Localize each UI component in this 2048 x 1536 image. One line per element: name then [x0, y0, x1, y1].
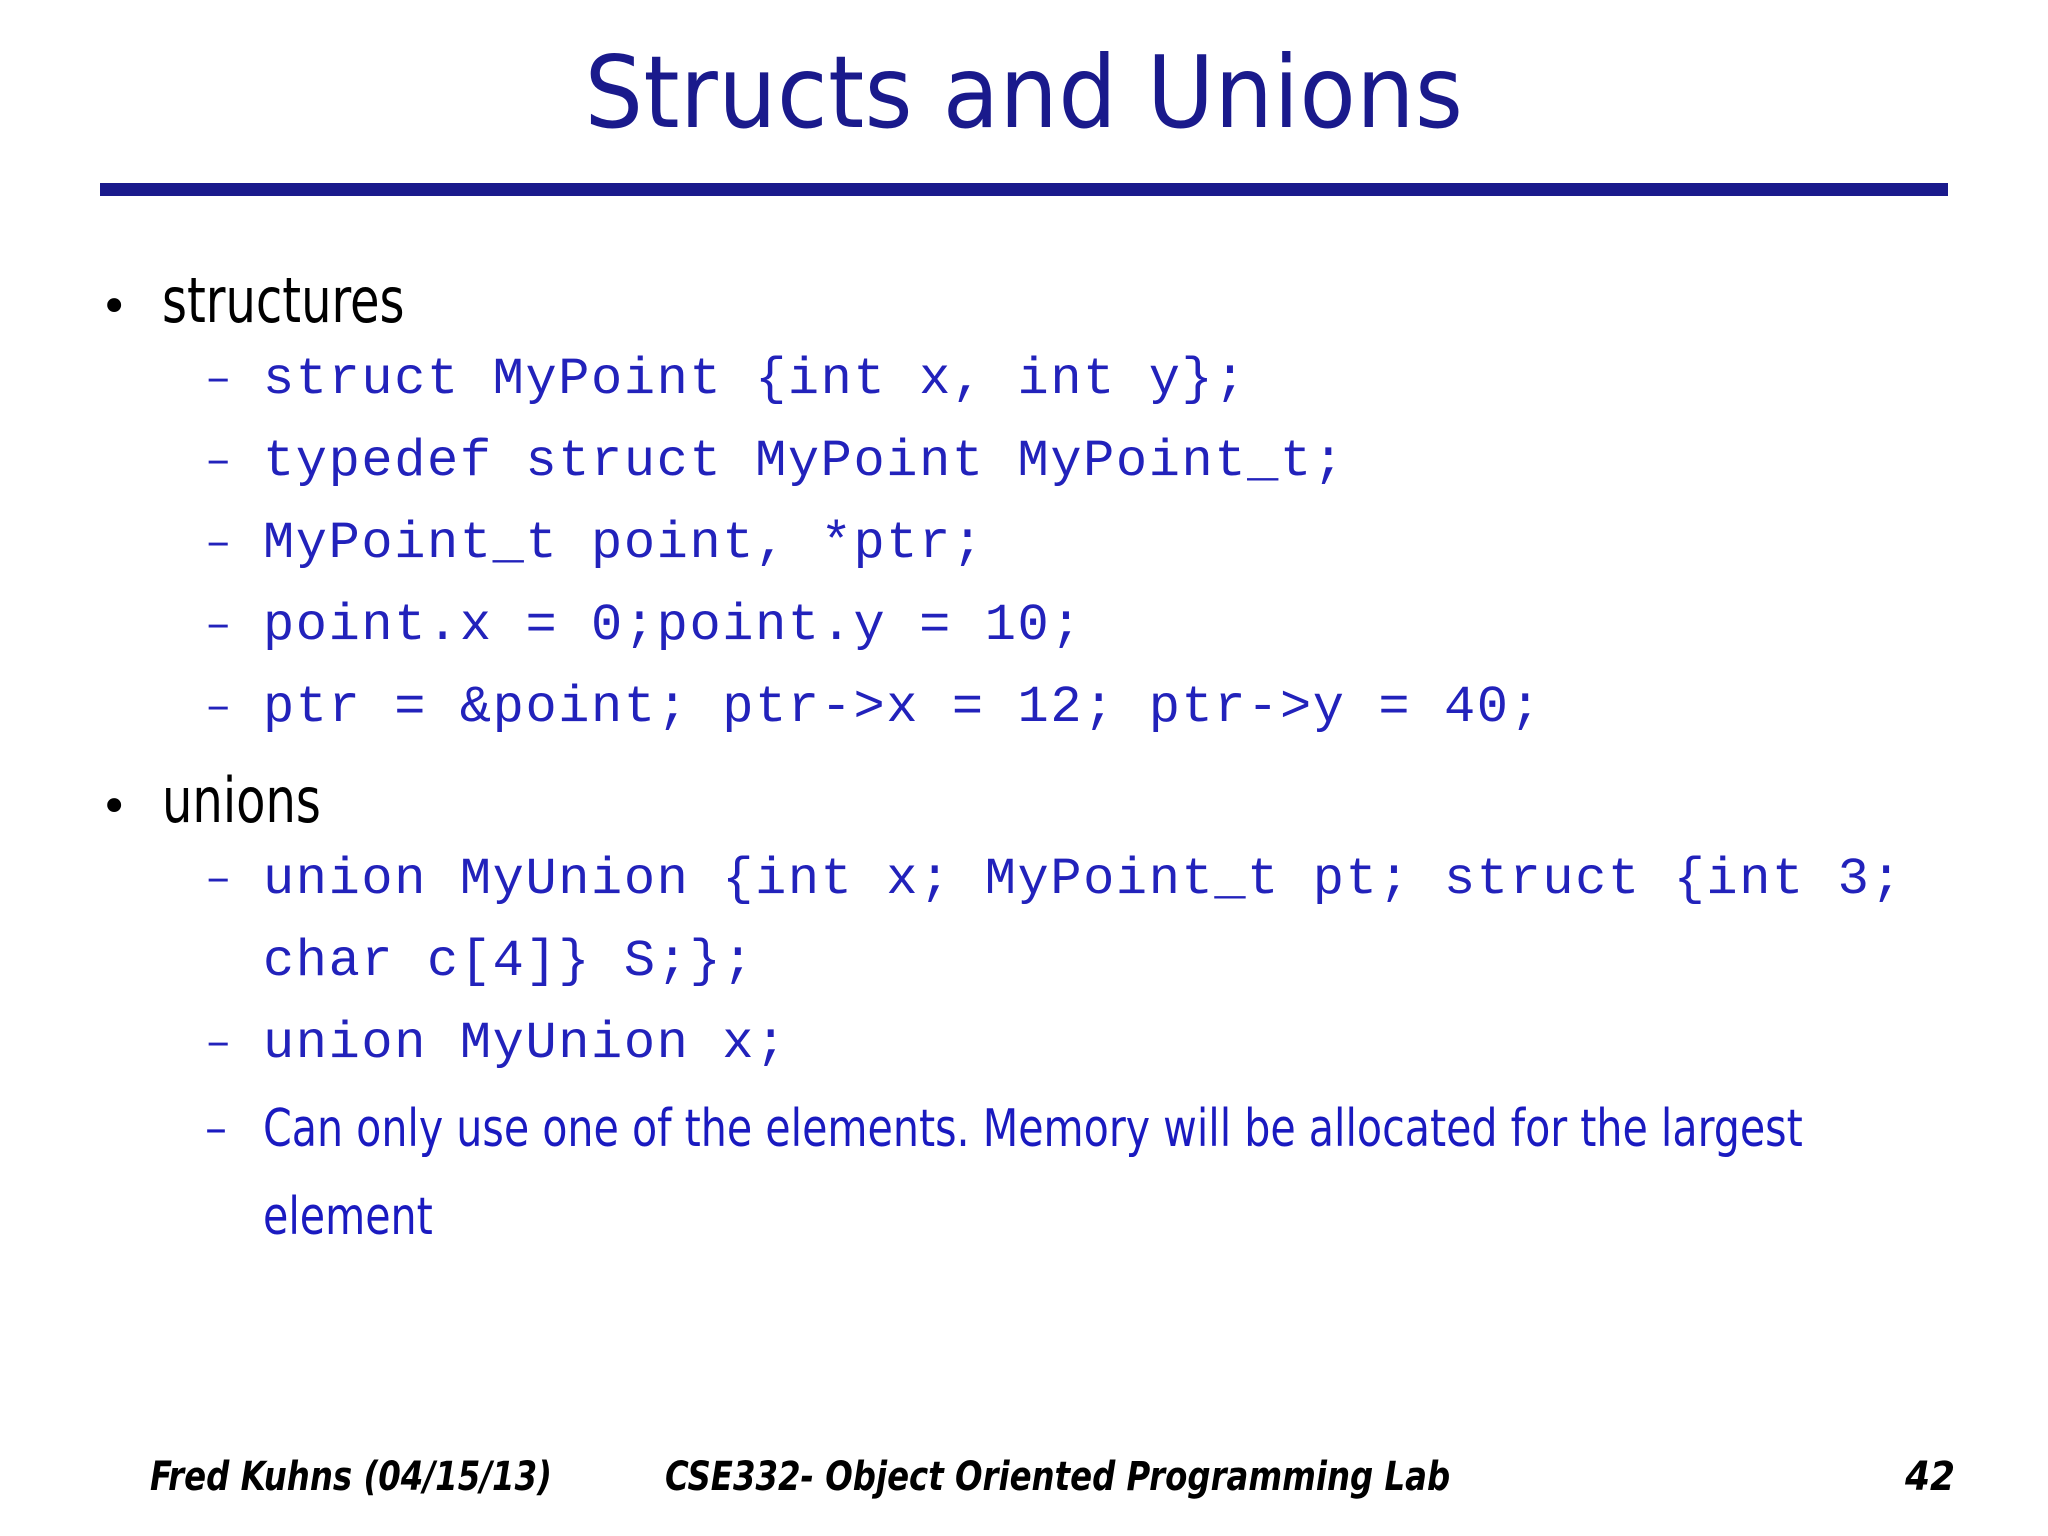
- dash-icon: –: [205, 601, 232, 651]
- code-text: point.x = 0;point.y = 10;: [263, 596, 1084, 655]
- spacer: [0, 749, 2048, 765]
- code-line-struct-decl: – struct MyPoint {int x, int y};: [0, 339, 2048, 421]
- code-line-ptr: – ptr = &point; ptr->x = 12; ptr->y = 40…: [0, 667, 2048, 749]
- code-line-union-decl: – union MyUnion {int x; MyPoint_t pt; st…: [0, 839, 2048, 1003]
- bullet-structures-label: structures: [162, 264, 405, 337]
- code-line-typedef: – typedef struct MyPoint MyPoint_t;: [0, 421, 2048, 503]
- dash-icon: –: [205, 355, 232, 405]
- code-text: union MyUnion x;: [263, 1014, 788, 1073]
- code-text: MyPoint_t point, *ptr;: [263, 514, 985, 573]
- bullet-unions-label: unions: [162, 764, 321, 837]
- dash-icon: –: [205, 519, 232, 569]
- code-text: union MyUnion {int x; MyPoint_t pt; stru…: [263, 850, 1937, 991]
- code-text: ptr = &point; ptr->x = 12; ptr->y = 40;: [263, 678, 1543, 737]
- code-line-union-var: – union MyUnion x;: [0, 1003, 2048, 1085]
- code-text: typedef struct MyPoint MyPoint_t;: [263, 432, 1346, 491]
- code-line-assign: – point.x = 0;point.y = 10;: [0, 585, 2048, 667]
- code-text: struct MyPoint {int x, int y};: [263, 350, 1248, 409]
- title-divider: [100, 183, 1948, 196]
- bullet-unions: • unions: [0, 765, 2048, 839]
- note-union-memory: – Can only use one of the elements. Memo…: [0, 1085, 2048, 1261]
- dash-icon: –: [205, 437, 232, 487]
- bullet-structures: • structures: [0, 265, 2048, 339]
- slide-footer: Fred Kuhns (04/15/13) CSE332- Object Ori…: [0, 1454, 2048, 1514]
- footer-author: Fred Kuhns (04/15/13): [150, 1454, 552, 1500]
- footer-page-number: 42: [1905, 1454, 1956, 1500]
- bullet-icon: •: [100, 279, 129, 335]
- footer-course: CSE332- Object Oriented Programming Lab: [665, 1454, 1451, 1500]
- slide-body: • structures – struct MyPoint {int x, in…: [0, 265, 2048, 1395]
- note-text: Can only use one of the elements. Memory…: [263, 1099, 1803, 1247]
- code-line-vardecl: – MyPoint_t point, *ptr;: [0, 503, 2048, 585]
- page-title: Structs and Unions: [584, 34, 1464, 151]
- dash-icon: –: [205, 855, 232, 905]
- dash-icon: –: [205, 1103, 227, 1154]
- bullet-icon: •: [100, 779, 129, 835]
- dash-icon: –: [205, 1019, 232, 1069]
- title-area: Structs and Unions: [0, 40, 2048, 145]
- dash-icon: –: [205, 683, 232, 733]
